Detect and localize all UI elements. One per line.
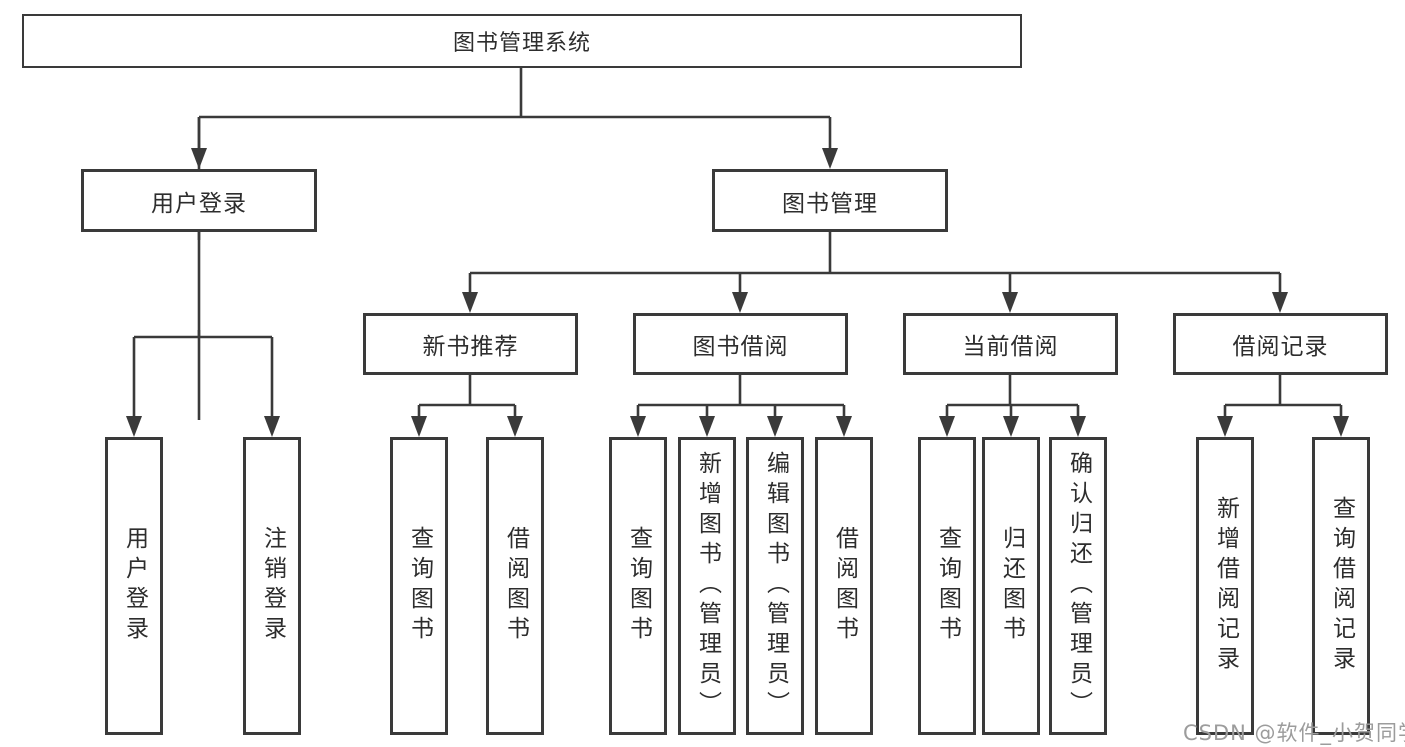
leaf-add-borrow-record: 新增借阅记录 [1196, 437, 1254, 735]
leaf-query-borrow-record-label: 查询借阅记录 [1328, 496, 1355, 676]
leaf-user-login: 用户登录 [105, 437, 163, 735]
leaf-return-books: 归还图书 [982, 437, 1040, 735]
leaf-query-books-current: 查询图书 [918, 437, 976, 735]
leaf-add-book-admin: 新增图书（管理员） [678, 437, 736, 735]
leaf-borrow-books-recommend-label: 借阅图书 [502, 526, 529, 646]
node-book-borrowing: 图书借阅 [633, 313, 848, 375]
leaf-return-books-label: 归还图书 [998, 526, 1025, 646]
leaf-query-books-borrowing: 查询图书 [609, 437, 667, 735]
leaf-logout-login-label: 注销登录 [259, 526, 286, 646]
leaf-borrow-books-recommend: 借阅图书 [486, 437, 544, 735]
node-borrowing-records: 借阅记录 [1173, 313, 1388, 375]
leaf-query-books-recommend: 查询图书 [390, 437, 448, 735]
node-book-management: 图书管理 [712, 169, 948, 232]
node-current-borrowing: 当前借阅 [903, 313, 1118, 375]
leaf-edit-book-admin-label: 编辑图书（管理员） [762, 451, 789, 721]
node-new-book-recommendation: 新书推荐 [363, 313, 578, 375]
leaf-confirm-return-admin-label: 确认归还（管理员） [1065, 451, 1092, 721]
leaf-query-books-borrowing-label: 查询图书 [625, 526, 652, 646]
node-root: 图书管理系统 [22, 14, 1022, 68]
leaf-borrow-books-borrowing: 借阅图书 [815, 437, 873, 735]
leaf-add-book-admin-label: 新增图书（管理员） [694, 451, 721, 721]
leaf-query-borrow-record: 查询借阅记录 [1312, 437, 1370, 735]
node-user-login: 用户登录 [81, 169, 317, 232]
leaf-query-books-current-label: 查询图书 [934, 526, 961, 646]
leaf-query-books-recommend-label: 查询图书 [406, 526, 433, 646]
leaf-confirm-return-admin: 确认归还（管理员） [1049, 437, 1107, 735]
leaf-borrow-books-borrowing-label: 借阅图书 [831, 526, 858, 646]
leaf-add-borrow-record-label: 新增借阅记录 [1212, 496, 1239, 676]
leaf-logout-login: 注销登录 [243, 437, 301, 735]
leaf-user-login-label: 用户登录 [121, 526, 148, 646]
watermark-text: CSDN @软件_小贺同学 [1183, 721, 1405, 745]
leaf-edit-book-admin: 编辑图书（管理员） [746, 437, 804, 735]
